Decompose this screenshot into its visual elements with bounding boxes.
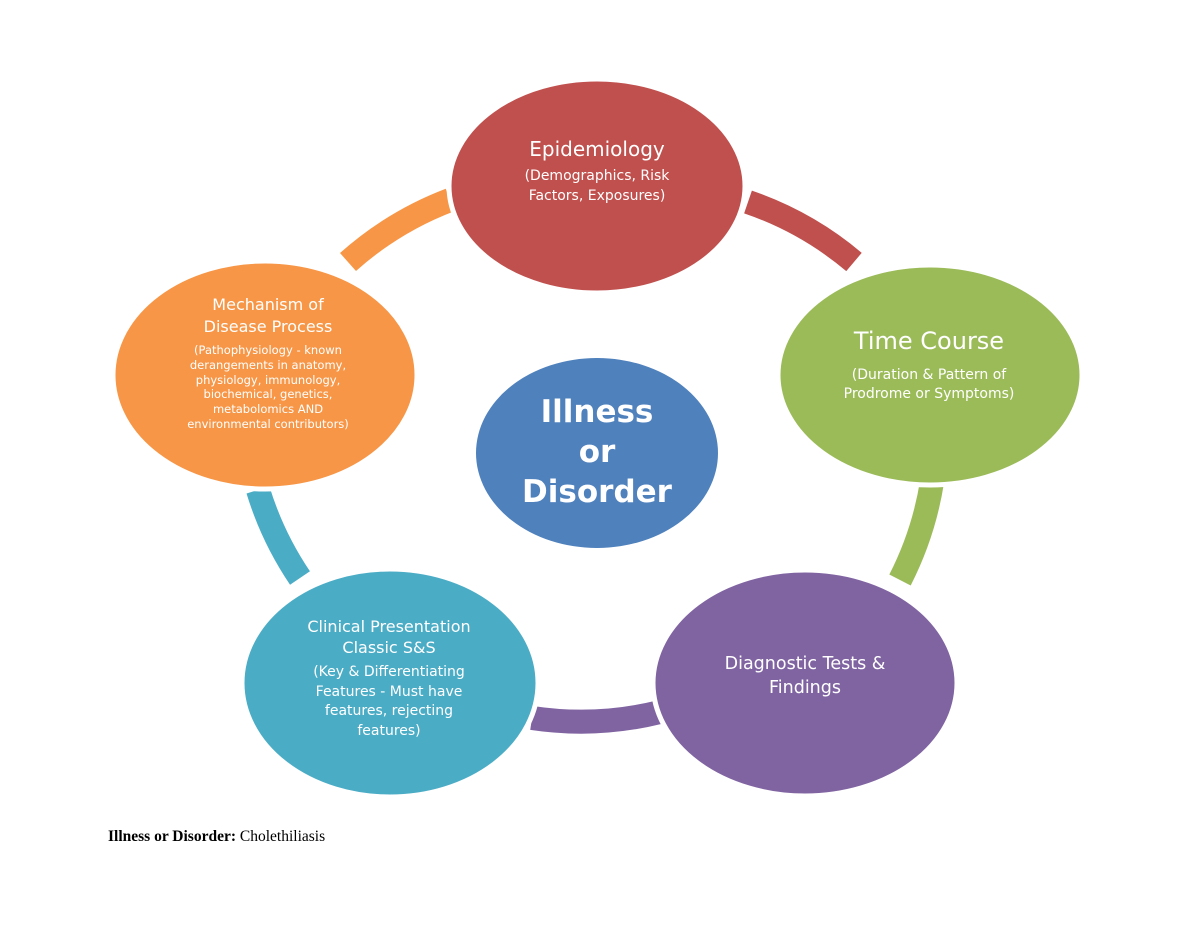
epidemiology-title: Epidemiology: [529, 137, 665, 161]
time-course-label: Time Course (Duration & Pattern of Prodr…: [788, 326, 1070, 404]
center-line-3: Disorder: [522, 474, 672, 510]
diagnostic-title-line-2: Findings: [768, 678, 842, 698]
connector-diagnostic-to-clinical: [530, 700, 663, 734]
mechanism-desc-line-6: environmental contributors): [187, 416, 349, 431]
diagnostic-tests-label: Diagnostic Tests & Findings: [680, 652, 930, 700]
epidemiology-desc-line-1: (Demographics, Risk: [524, 168, 670, 184]
center-circle: [476, 358, 718, 548]
caption-value: Cholethiliasis: [239, 828, 326, 845]
clinical-desc-line-1: (Key & Differentiating: [313, 664, 465, 680]
mechanism-desc-line-5: metabolomics AND: [212, 402, 324, 417]
time-course-title: Time Course: [853, 327, 1005, 355]
diagnostic-tests-circle: [650, 567, 960, 799]
epidemiology-desc-line-2: Factors, Exposures): [528, 188, 666, 204]
mechanism-label: Mechanism of Disease Process (Pathophysi…: [148, 294, 388, 432]
connector-time-course-to-diagnostic: [889, 479, 944, 586]
connector-clinical-to-mechanism: [246, 486, 311, 585]
clinical-desc-line-2: Features - Must have: [315, 683, 463, 700]
mechanism-desc-line-3: physiology, immunology,: [195, 372, 341, 387]
caption: Illness or Disorder: Cholethiliasis: [108, 828, 325, 846]
caption-label: Illness or Disorder:: [108, 828, 237, 845]
mechanism-title-line-2: Disease Process: [203, 316, 333, 336]
mechanism-title-line-1: Mechanism of: [212, 295, 324, 314]
epidemiology-circle: [446, 76, 748, 296]
clinical-desc-line-3: features, rejecting: [324, 703, 454, 719]
mechanism-desc-line-4: biochemical, genetics,: [203, 387, 333, 402]
time-course-circle: [775, 262, 1085, 488]
clinical-desc-line-4: features): [357, 722, 421, 739]
center-line-1: Illness: [540, 394, 654, 430]
mechanism-desc-line-2: derangements in anatomy,: [189, 357, 347, 372]
mechanism-desc-line-1: (Pathophysiology - known: [194, 343, 342, 357]
connector-epidemiology-to-time-course: [743, 190, 862, 272]
connector-mechanism-to-epidemiology: [340, 188, 455, 272]
time-course-desc-line-1: (Duration & Pattern of: [851, 367, 1007, 383]
epidemiology-label: Epidemiology (Demographics, Risk Factors…: [482, 136, 712, 206]
clinical-title-line-1: Clinical Presentation: [307, 617, 471, 636]
center-label: Illness or Disorder: [492, 392, 702, 512]
time-course-desc-line-2: Prodrome or Symptoms): [843, 386, 1015, 402]
clinical-title-line-2: Classic S&S: [342, 638, 436, 657]
clinical-presentation-label: Clinical Presentation Classic S&S (Key &…: [262, 616, 516, 741]
center-line-2: or: [578, 434, 616, 470]
mechanism-circle: [110, 258, 420, 492]
clinical-presentation-circle: [239, 566, 541, 800]
diagnostic-title-line-1: Diagnostic Tests &: [724, 654, 886, 674]
